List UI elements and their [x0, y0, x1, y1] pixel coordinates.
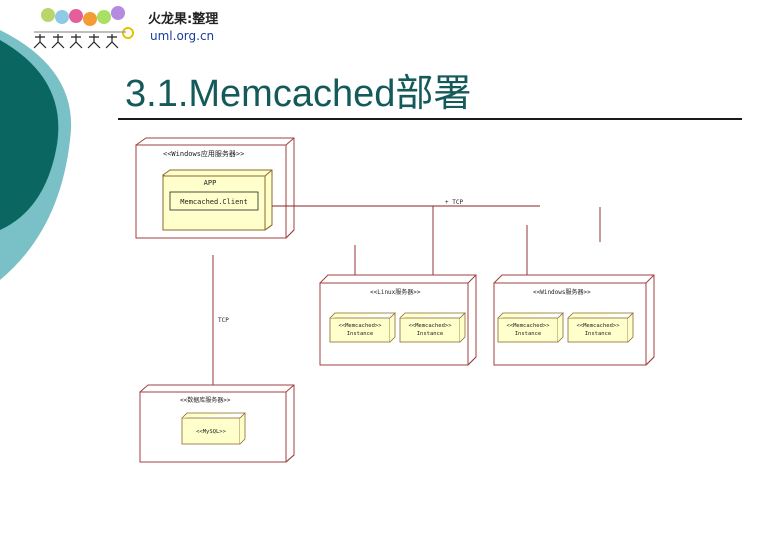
windows-server-stereotype: <<Windows服务器>> [533, 288, 591, 296]
svg-text:<<Memcached>>: <<Memcached>> [408, 323, 452, 329]
title-divider [118, 118, 742, 120]
database-server-node: <<数据库服务器>> <<MySQL>> [139, 384, 295, 463]
linux-server-node: <<Linux服务器>> <<Memcached>> Instance <<Me… [319, 274, 477, 366]
mysql-label: <<MySQL>> [196, 429, 226, 435]
svg-text:Instance: Instance [417, 331, 444, 337]
logo-url: uml.org.cn [150, 29, 215, 43]
svg-text:<<Memcached>>: <<Memcached>> [576, 323, 620, 329]
database-server-stereotype: <<数据库服务器>> [180, 396, 231, 404]
windows-app-server-stereotype: <<Windows应用服务器>> [163, 149, 244, 158]
slide-title: 3.1.Memcached部署 [125, 73, 472, 115]
memcached-client-component [169, 191, 259, 211]
windows-app-server-node: <<Windows应用服务器>> APP Memcached.Client [135, 137, 295, 239]
svg-text:Instance: Instance [515, 331, 542, 337]
tcp-link-label-right: + TCP [445, 199, 463, 206]
svg-text:<<Memcached>>: <<Memcached>> [506, 323, 550, 329]
linux-memcached-instance-1: <<Memcached>> Instance [329, 312, 396, 343]
logo-title: 火龙果:整理 [148, 12, 219, 27]
app-node: APP Memcached.Client [162, 169, 273, 231]
linux-server-stereotype: <<Linux服务器>> [370, 288, 421, 296]
windows-server-node: <<Windows服务器>> <<Memcached>> Instance <<… [493, 274, 655, 366]
app-node-name: APP [204, 179, 217, 187]
logo-figures-icon [33, 6, 134, 49]
teal-arc-decoration [0, 30, 72, 280]
svg-text:Instance: Instance [347, 331, 374, 337]
linux-memcached-instance-2: <<Memcached>> Instance [399, 312, 466, 343]
memcached-client-label: Memcached.Client [180, 198, 247, 206]
windows-memcached-instance-1: <<Memcached>> Instance [497, 312, 564, 343]
svg-text:<<Memcached>>: <<Memcached>> [338, 323, 382, 329]
tcp-link-label-down: TCP [218, 317, 229, 324]
windows-memcached-instance-2: <<Memcached>> Instance [567, 312, 634, 343]
mysql-component: <<MySQL>> [181, 412, 246, 445]
svg-text:Instance: Instance [585, 331, 612, 337]
